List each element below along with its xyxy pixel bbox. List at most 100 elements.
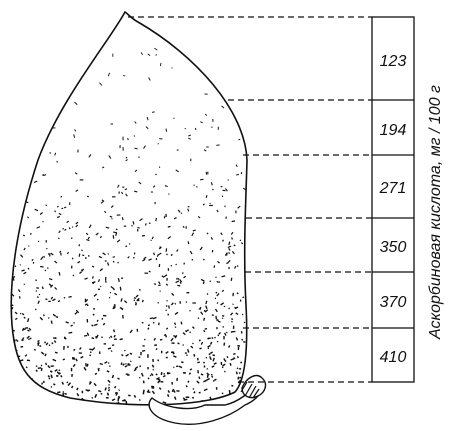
stipple-mark bbox=[39, 395, 42, 397]
stipple-mark bbox=[126, 160, 128, 161]
stipple-mark bbox=[21, 176, 24, 177]
stipple-mark bbox=[45, 354, 46, 356]
stipple-mark bbox=[184, 263, 185, 265]
stipple-mark bbox=[65, 229, 67, 230]
stipple-mark bbox=[53, 359, 56, 361]
stipple-mark bbox=[133, 257, 134, 258]
stipple-mark bbox=[29, 339, 30, 340]
stipple-mark bbox=[87, 333, 89, 336]
stipple-mark bbox=[206, 306, 207, 309]
stipple-mark bbox=[114, 293, 116, 295]
zone-value-3: 271 bbox=[379, 180, 407, 197]
stipple-mark bbox=[218, 321, 221, 322]
stipple-mark bbox=[192, 343, 193, 344]
stipple-mark bbox=[57, 206, 58, 207]
stipple-mark bbox=[173, 390, 175, 393]
stipple-mark bbox=[103, 404, 104, 407]
stipple-mark bbox=[238, 139, 240, 140]
stipple-mark bbox=[188, 349, 189, 352]
stipple-mark bbox=[7, 377, 11, 378]
stipple-mark bbox=[120, 339, 123, 340]
stipple-mark bbox=[128, 257, 130, 259]
stipple-mark bbox=[77, 388, 78, 390]
stipple-mark bbox=[200, 307, 201, 308]
stipple-mark bbox=[178, 210, 180, 213]
stipple-mark bbox=[166, 214, 167, 217]
stipple-mark bbox=[166, 352, 169, 354]
stipple-mark bbox=[133, 221, 134, 224]
stipple-mark bbox=[154, 338, 155, 340]
stipple-mark bbox=[171, 338, 173, 341]
stipple-mark bbox=[213, 381, 214, 382]
stipple-mark bbox=[180, 282, 181, 284]
stipple-mark bbox=[188, 241, 189, 244]
stipple-mark bbox=[237, 293, 238, 294]
stipple-mark bbox=[169, 22, 172, 24]
stipple-mark bbox=[216, 292, 217, 293]
stipple-mark bbox=[183, 398, 184, 400]
stipple-mark bbox=[47, 392, 49, 395]
stipple-mark bbox=[151, 374, 153, 376]
stipple-mark bbox=[43, 402, 46, 403]
stipple-mark bbox=[49, 404, 51, 406]
stipple-mark bbox=[19, 384, 20, 385]
stipple-mark bbox=[21, 147, 24, 149]
stipple-mark bbox=[10, 138, 12, 139]
stipple-mark bbox=[150, 375, 151, 376]
stipple-mark bbox=[211, 127, 212, 128]
stipple-mark bbox=[141, 52, 143, 54]
stipple-mark bbox=[53, 314, 56, 316]
stipple-mark bbox=[126, 246, 128, 247]
stipple-mark bbox=[207, 233, 208, 234]
stipple-mark bbox=[205, 114, 206, 116]
stipple-mark bbox=[36, 291, 37, 292]
stipple-mark bbox=[204, 150, 206, 151]
stipple-mark bbox=[143, 390, 144, 394]
stipple-mark bbox=[228, 260, 230, 262]
stipple-mark bbox=[87, 390, 90, 391]
stipple-mark bbox=[67, 382, 68, 383]
stipple-mark bbox=[187, 355, 188, 356]
stipple-mark bbox=[158, 302, 159, 303]
stipple-mark bbox=[232, 321, 233, 322]
stipple-mark bbox=[144, 146, 146, 149]
stipple-mark bbox=[9, 253, 11, 256]
stipple-mark bbox=[151, 388, 154, 389]
stipple-mark bbox=[240, 105, 242, 108]
stipple-mark bbox=[167, 301, 168, 302]
stipple-mark bbox=[201, 374, 203, 375]
stipple-mark bbox=[164, 216, 165, 219]
stipple-mark bbox=[236, 313, 238, 315]
stipple-mark bbox=[120, 308, 123, 310]
stipple-mark bbox=[201, 342, 202, 345]
stipple-mark bbox=[125, 350, 126, 351]
stipple-mark bbox=[121, 298, 122, 301]
stipple-mark bbox=[62, 229, 63, 230]
stipple-mark bbox=[121, 363, 122, 365]
stipple-mark bbox=[203, 259, 204, 260]
stipple-mark bbox=[49, 397, 51, 400]
stipple-mark bbox=[100, 286, 101, 287]
stipple-mark bbox=[69, 332, 73, 333]
stipple-mark bbox=[173, 356, 176, 357]
stipple-mark bbox=[175, 303, 176, 304]
stipple-mark bbox=[15, 266, 16, 267]
stipple-mark bbox=[183, 345, 184, 346]
stipple-mark bbox=[181, 213, 182, 214]
stipple-mark bbox=[51, 54, 53, 56]
stipple-mark bbox=[221, 399, 223, 401]
stipple-mark bbox=[208, 338, 210, 339]
stipple-mark bbox=[55, 287, 57, 289]
stipple-mark bbox=[81, 357, 84, 359]
stipple-mark bbox=[130, 330, 132, 333]
stipple-mark bbox=[82, 255, 84, 256]
stipple-mark bbox=[182, 272, 183, 273]
stipple-mark bbox=[35, 209, 38, 210]
stipple-mark bbox=[165, 334, 166, 337]
stipple-mark bbox=[65, 78, 66, 80]
stipple-mark bbox=[94, 383, 96, 385]
stipple-mark bbox=[146, 223, 147, 225]
stipple-mark bbox=[188, 135, 191, 136]
stipple-mark bbox=[168, 237, 171, 239]
